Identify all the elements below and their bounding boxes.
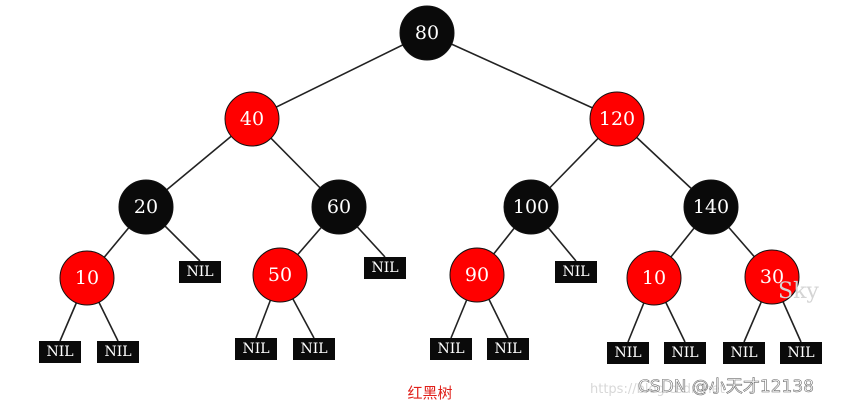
nil-leaf-nil10bL: NIL: [607, 342, 649, 364]
node-label: 30: [760, 266, 784, 288]
nil-box: [664, 342, 706, 364]
nil-label: NIL: [671, 345, 698, 361]
node-label: 10: [75, 267, 99, 289]
nil-leaf-nil50L: NIL: [235, 338, 277, 360]
nil-box: [293, 338, 335, 360]
node-circle: [503, 179, 559, 235]
tree-node-n80: 80: [399, 5, 455, 61]
tree-node-n20: 20: [118, 179, 174, 235]
node-label: 50: [268, 264, 292, 286]
nil-box: [430, 338, 472, 360]
node-label: 80: [415, 22, 439, 44]
node-circle: [252, 247, 308, 303]
nil-label: NIL: [242, 341, 269, 357]
nil-box: [607, 342, 649, 364]
nil-box: [487, 338, 529, 360]
nil-box: [723, 342, 765, 364]
node-label: 40: [240, 108, 264, 130]
nil-leaf-nil10aR: NIL: [97, 341, 139, 363]
node-label: 120: [599, 108, 635, 130]
node-circle: [449, 247, 505, 303]
nil-label: NIL: [300, 341, 327, 357]
tree-node-n60: 60: [311, 179, 367, 235]
node-circle: [683, 179, 739, 235]
nil-box: [780, 342, 822, 364]
nil-label: NIL: [186, 264, 213, 280]
nil-box: [179, 261, 221, 283]
nil-label: NIL: [787, 345, 814, 361]
tree-edges: [59, 32, 802, 343]
node-label: 90: [465, 264, 489, 286]
node-circle: [589, 91, 645, 147]
node-label: 20: [134, 196, 158, 218]
node-circle: [59, 250, 115, 306]
nil-leaf-nil90R: NIL: [487, 338, 529, 360]
nil-box: [39, 341, 81, 363]
nil-leaf-nil30R: NIL: [780, 342, 822, 364]
nil-label: NIL: [614, 345, 641, 361]
watermark-sky: Sky: [778, 279, 819, 304]
nil-label: NIL: [104, 344, 131, 360]
node-circle: [399, 5, 455, 61]
node-circle: [744, 249, 800, 305]
nil-label: NIL: [562, 264, 589, 280]
nil-label: NIL: [730, 345, 757, 361]
nil-box: [555, 261, 597, 283]
tree-node-n10b: 10: [626, 250, 682, 306]
tree-node-n120: 120: [589, 91, 645, 147]
nil-leaf-nil20: NIL: [179, 261, 221, 283]
tree-node-n10a: 10: [59, 250, 115, 306]
node-circle: [224, 91, 280, 147]
edge-n80-n120: [426, 32, 618, 120]
nil-label: NIL: [46, 344, 73, 360]
nil-leaf-nil100: NIL: [555, 261, 597, 283]
nil-leaf-nil10bR: NIL: [664, 342, 706, 364]
node-label: 60: [327, 196, 351, 218]
node-label: 140: [693, 196, 729, 218]
edge-n80-n40: [251, 32, 428, 120]
nil-box: [97, 341, 139, 363]
node-circle: [118, 179, 174, 235]
watermark-csdn: CSDN @小天才12138: [638, 377, 814, 397]
diagram-caption: 红黑树: [407, 384, 452, 402]
node-circle: [311, 179, 367, 235]
nil-leaf-nil60: NIL: [364, 257, 406, 279]
nil-label: NIL: [371, 260, 398, 276]
nil-leaf-nil90L: NIL: [430, 338, 472, 360]
watermark-url: https://blog.csdn.net: [590, 382, 725, 397]
nil-leaf-nil50R: NIL: [293, 338, 335, 360]
nil-label: NIL: [494, 341, 521, 357]
tree-node-n90: 90: [449, 247, 505, 303]
nil-box: [364, 257, 406, 279]
tree-node-n100: 100: [503, 179, 559, 235]
tree-node-n40: 40: [224, 91, 280, 147]
tree-node-n50: 50: [252, 247, 308, 303]
tree-node-n140: 140: [683, 179, 739, 235]
node-label: 10: [642, 267, 666, 289]
nil-label: NIL: [437, 341, 464, 357]
nil-leaf-nil10aL: NIL: [39, 341, 81, 363]
nil-box: [235, 338, 277, 360]
node-circle: [626, 250, 682, 306]
tree-node-n30: 30: [744, 249, 800, 305]
node-label: 100: [513, 196, 549, 218]
nil-leaf-nil30L: NIL: [723, 342, 765, 364]
